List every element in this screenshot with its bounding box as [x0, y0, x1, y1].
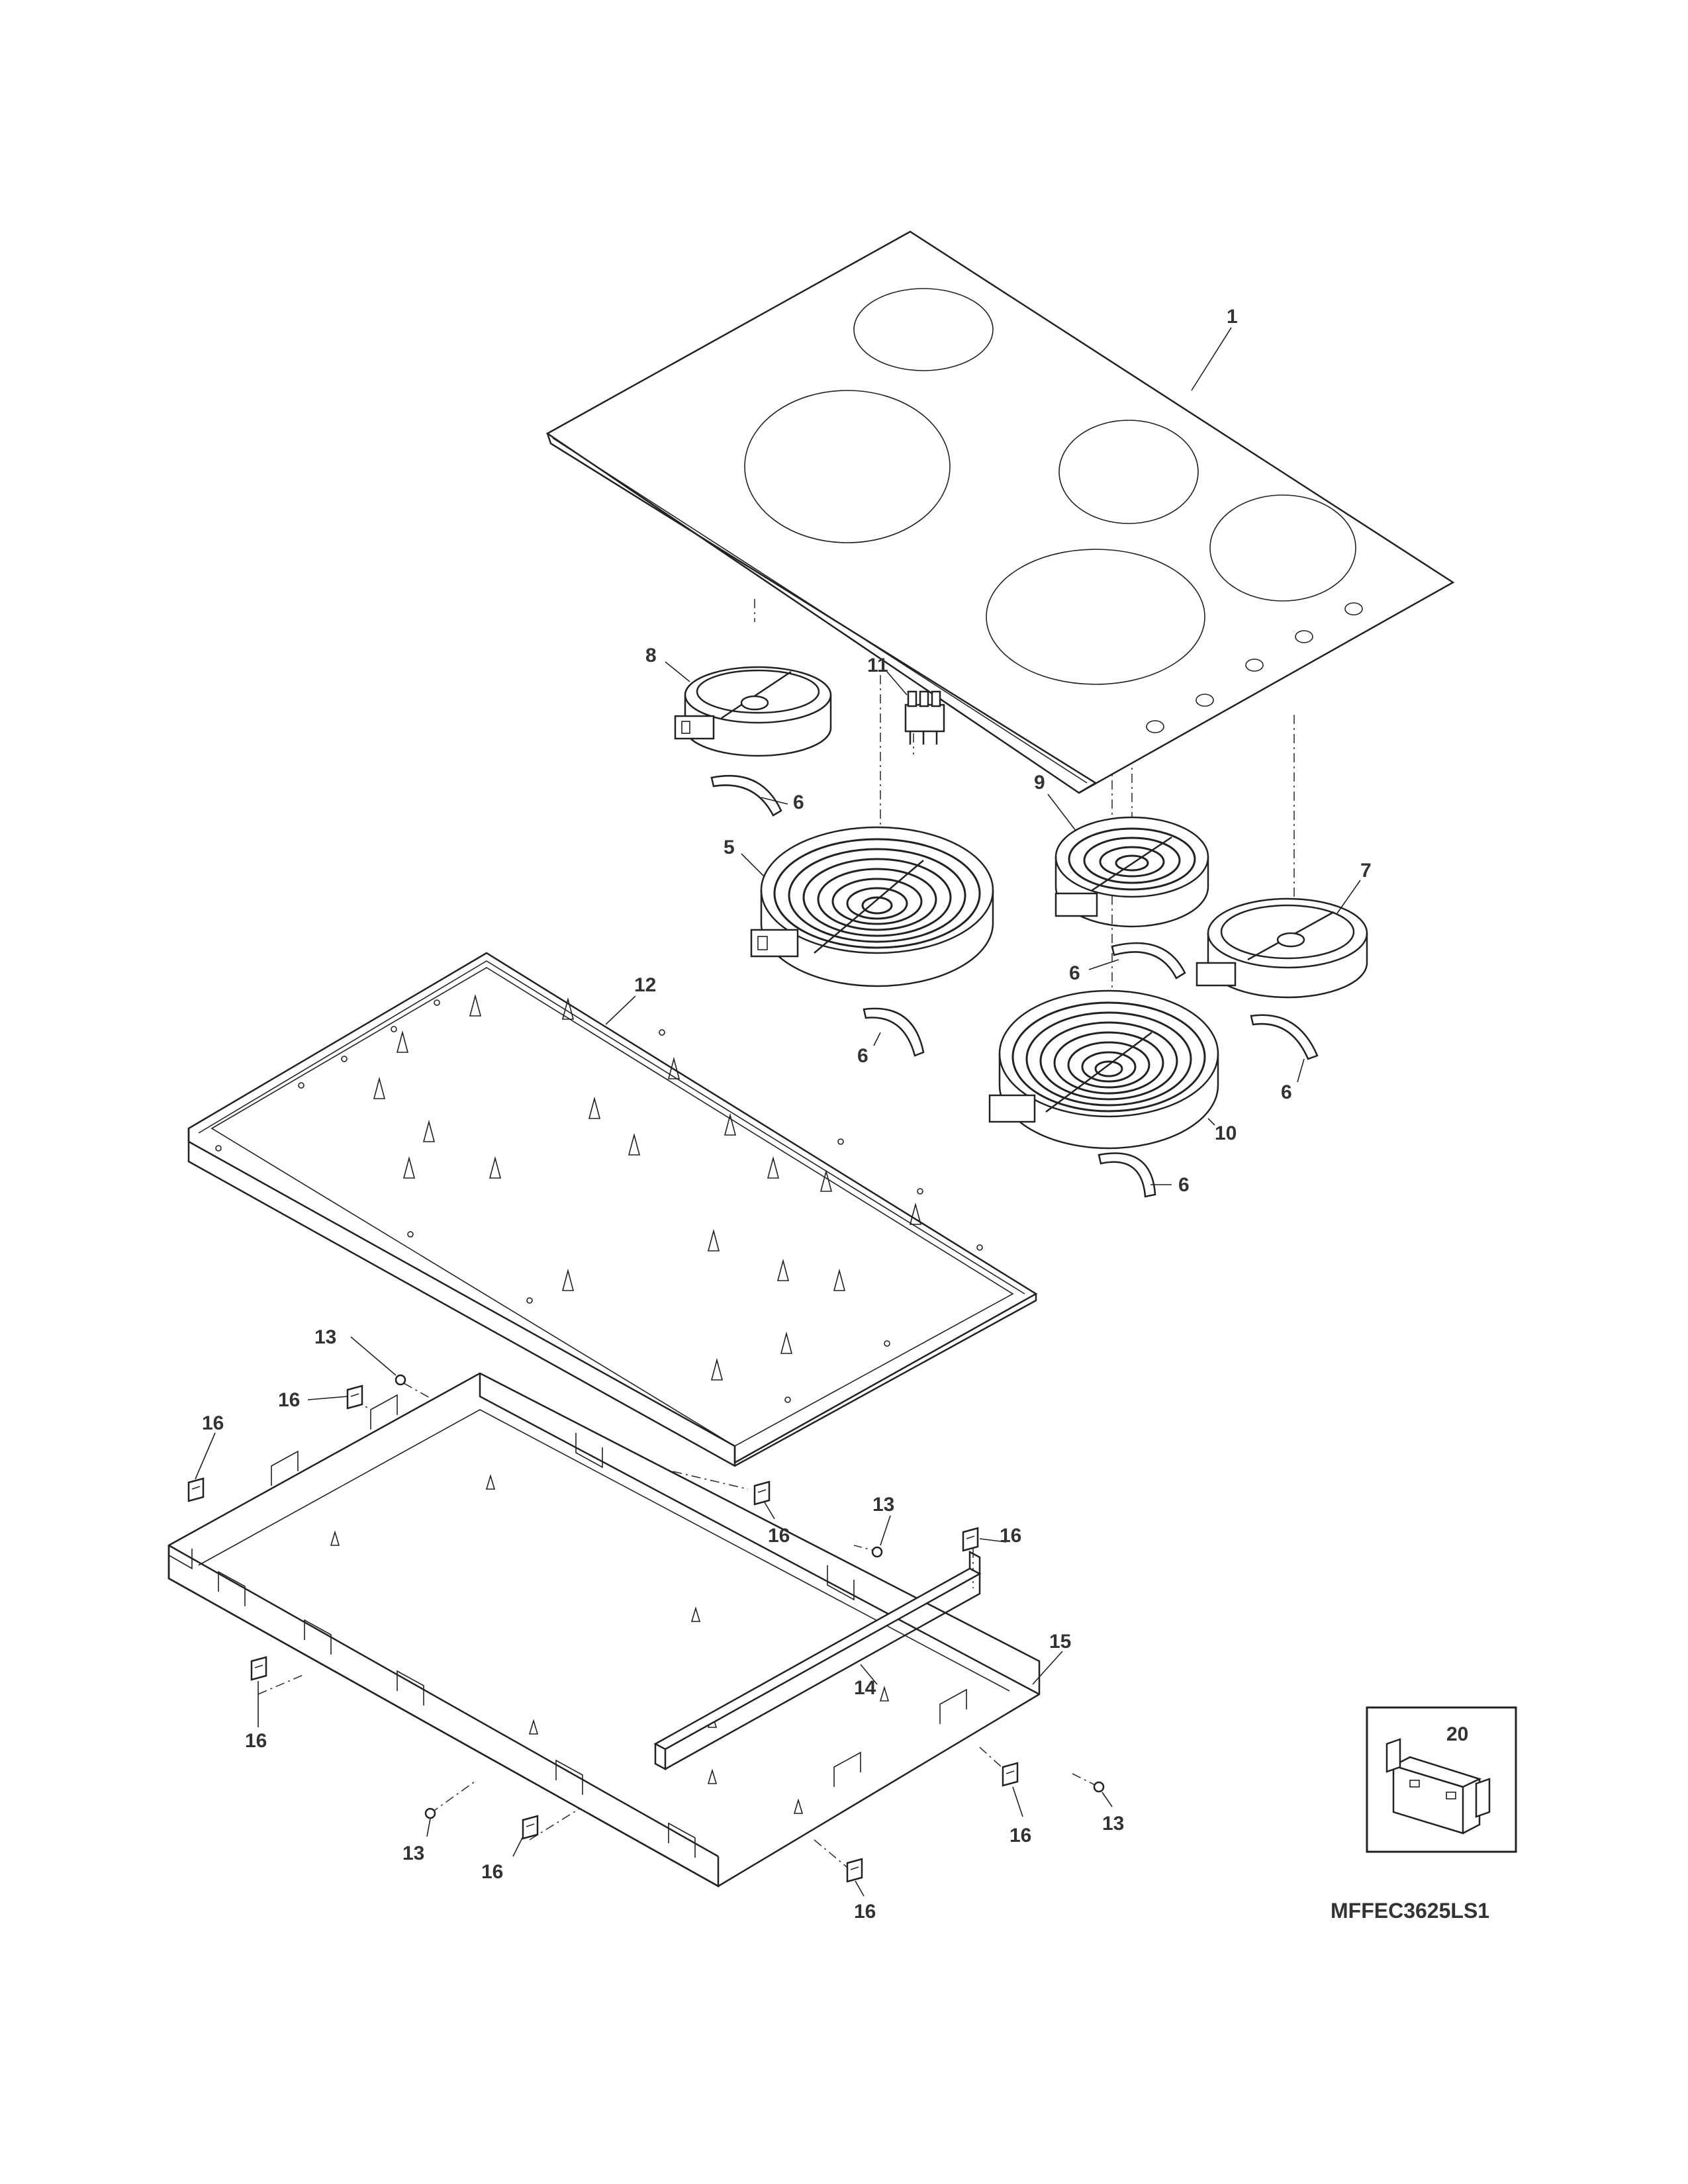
- coil-element-10: [988, 989, 1219, 1150]
- callout-1: 1: [1227, 306, 1238, 328]
- callout-13: 13: [314, 1326, 336, 1348]
- callout-5: 5: [724, 837, 735, 858]
- glass-cooktop: [545, 230, 1455, 794]
- callout-16: 16: [278, 1389, 300, 1411]
- callout-13: 13: [1102, 1813, 1124, 1835]
- callout-13: 13: [402, 1843, 424, 1864]
- model-number: MFFEC3625LS1: [1331, 1899, 1489, 1923]
- support-rail: [653, 1550, 982, 1771]
- outer-frame-notches: [218, 1394, 967, 1858]
- callout-16: 16: [202, 1412, 224, 1434]
- callout-9: 9: [1034, 772, 1045, 794]
- callout-12: 12: [634, 974, 656, 996]
- coil-element-5: [750, 826, 994, 987]
- callout-7: 7: [1360, 860, 1372, 882]
- callout-15: 15: [1049, 1631, 1071, 1653]
- spring-clips: [710, 774, 1319, 1198]
- callout-16: 16: [768, 1525, 790, 1547]
- callout-11: 11: [867, 655, 888, 676]
- callout-16: 16: [245, 1730, 267, 1752]
- brackets: [187, 1385, 1019, 1883]
- radiant-element-9: [1055, 816, 1209, 928]
- callout-8: 8: [645, 645, 657, 666]
- burner-box-tabs: [373, 993, 922, 1381]
- outer-frame: [167, 1372, 1041, 1888]
- callout-14: 14: [854, 1677, 876, 1699]
- callout-16: 16: [481, 1861, 503, 1883]
- radiant-element-7: [1196, 897, 1368, 999]
- callout-6: 6: [793, 792, 804, 813]
- callout-16: 16: [854, 1901, 876, 1923]
- leader-lines: [195, 327, 1361, 1897]
- callout-13: 13: [872, 1494, 894, 1516]
- callout-6: 6: [857, 1045, 868, 1067]
- callout-6: 6: [1069, 962, 1080, 984]
- screws: [395, 1374, 1105, 1819]
- burner-box: [187, 952, 1038, 1467]
- burner-box-holes: [215, 999, 983, 1403]
- callout-16: 16: [1009, 1825, 1031, 1846]
- callout-6: 6: [1281, 1081, 1292, 1103]
- terminal-block: [904, 690, 945, 745]
- callout-labels: 1 8 11 6 5 9 7 6 12 6 6 10 6 13 16 16 16…: [202, 306, 1468, 1923]
- radiant-element-8: [674, 666, 832, 757]
- inset-part-box: [1366, 1706, 1517, 1853]
- callout-10: 10: [1215, 1122, 1237, 1144]
- callout-6: 6: [1178, 1174, 1190, 1196]
- callout-16: 16: [1000, 1525, 1021, 1547]
- callout-20: 20: [1446, 1723, 1468, 1745]
